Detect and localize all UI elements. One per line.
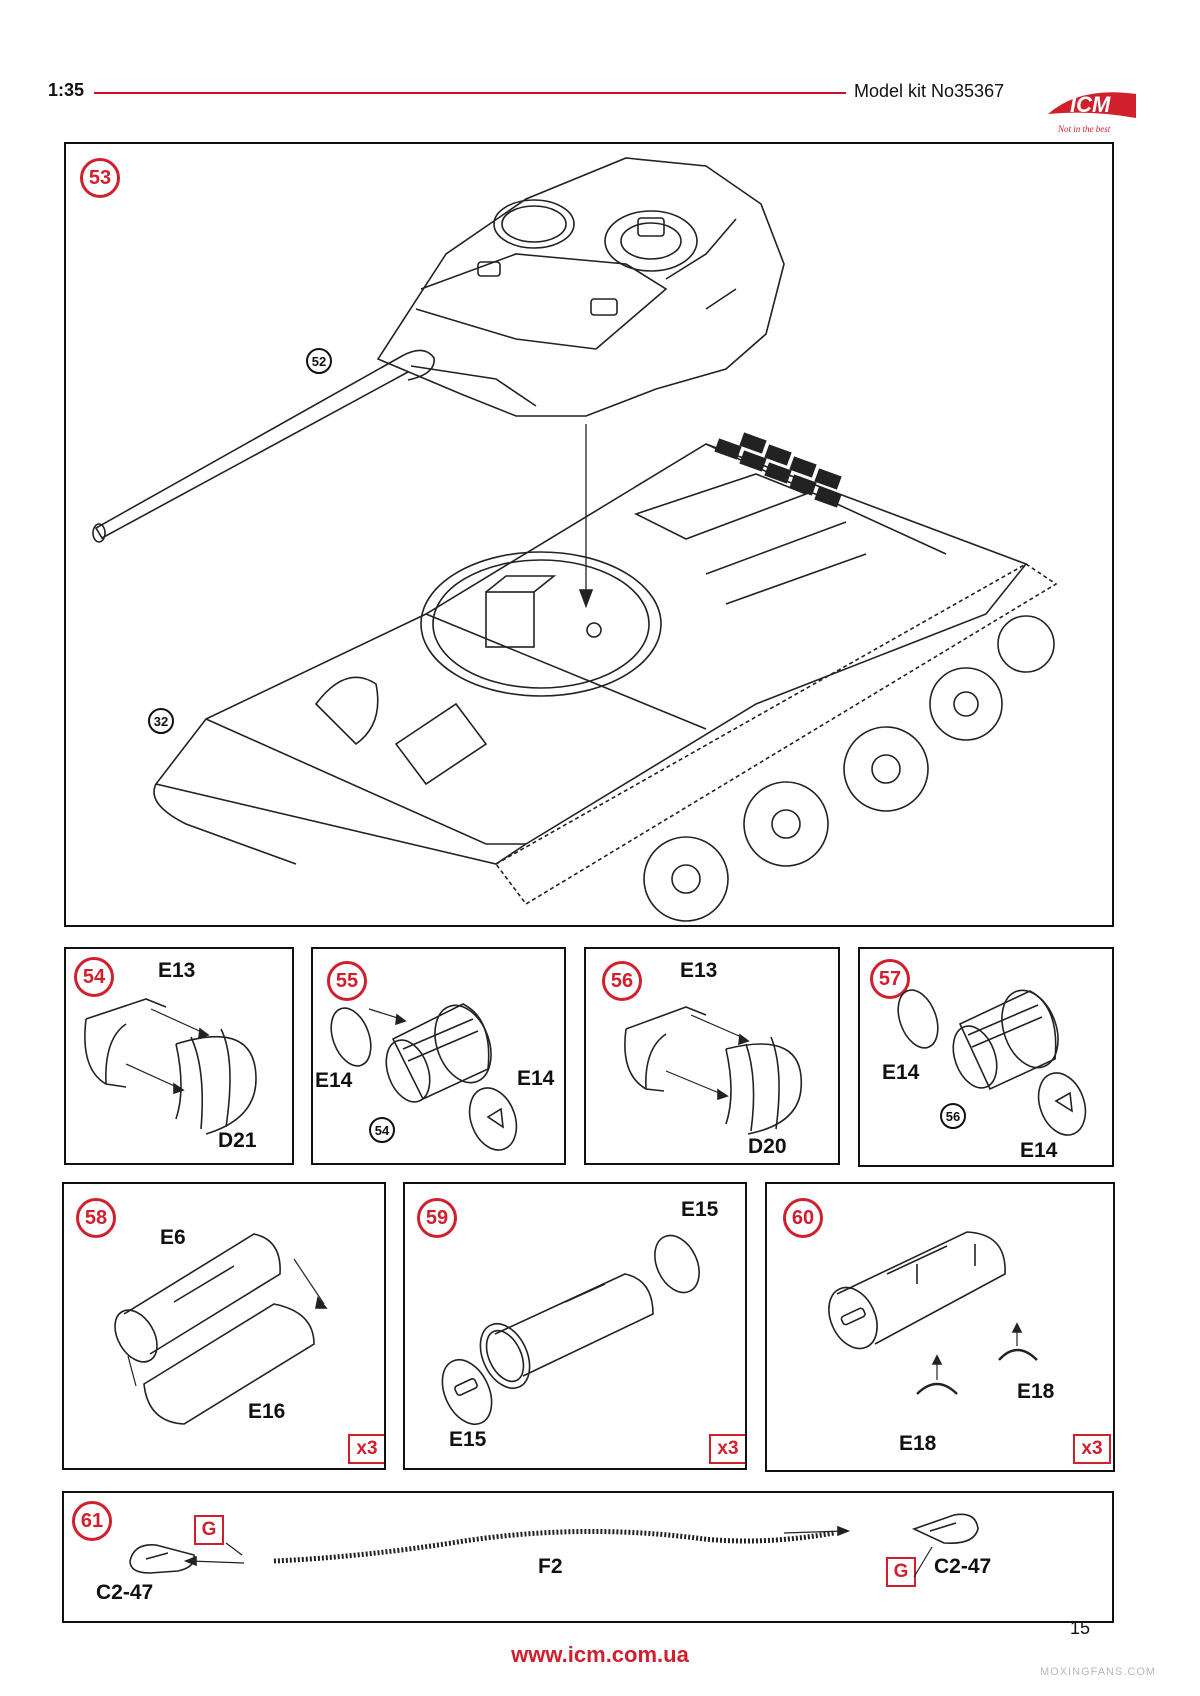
ref-52: 52 <box>306 348 332 374</box>
part-label-c2-47-left: C2-47 <box>96 1581 154 1604</box>
step-60-panel: 60 E18 E18 x3 <box>765 1182 1115 1472</box>
step-60-badge: 60 <box>783 1198 823 1238</box>
step-59-panel: 59 E15 E15 x3 <box>403 1182 747 1470</box>
watermark: MOXINGFANS.COM <box>1040 1666 1157 1678</box>
step-61-panel: 61 G G C2-47 F2 C2-47 <box>62 1491 1114 1623</box>
part-label-d21: D21 <box>218 1129 257 1152</box>
part-label-e18-right: E18 <box>1017 1380 1055 1403</box>
step-54-badge: 54 <box>74 957 114 997</box>
part-label-e14-left: E14 <box>315 1069 353 1092</box>
step-61-badge: 61 <box>72 1501 112 1541</box>
part-label-e14-bottom: E14 <box>1020 1139 1058 1162</box>
step-54-panel: 54 E13 D21 <box>64 947 294 1165</box>
step-59-drawing <box>441 1234 700 1425</box>
icm-logo-icon: ICM Not in the best <box>1048 92 1136 134</box>
ref-56: 56 <box>940 1103 966 1129</box>
part-label-d20: D20 <box>748 1135 787 1158</box>
multiplier-badge: x3 <box>348 1434 384 1464</box>
step-55-panel: 55 E14 E14 54 <box>311 947 566 1165</box>
svg-text:ICM: ICM <box>1070 92 1111 117</box>
step-60-drawing <box>828 1231 1038 1395</box>
sprue-tag-g-left: G <box>194 1515 224 1545</box>
step-57-panel: 57 E14 E14 56 <box>858 947 1114 1167</box>
step-55-badge: 55 <box>327 961 367 1001</box>
ref-32: 32 <box>148 708 174 734</box>
step-57-badge: 57 <box>870 959 910 999</box>
step-57-drawing <box>897 989 1087 1136</box>
part-label-e13: E13 <box>680 959 718 982</box>
step-56-badge: 56 <box>602 961 642 1001</box>
part-label-e6: E6 <box>160 1226 186 1249</box>
kit-number: Model kit No35367 <box>854 81 1005 101</box>
tank-drawing <box>92 157 1058 922</box>
multiplier-badge: x3 <box>1073 1434 1111 1464</box>
part-label-e14-left: E14 <box>882 1061 920 1084</box>
step-61-drawing <box>129 1513 979 1578</box>
header-rule <box>94 92 846 94</box>
part-label-e13: E13 <box>158 959 196 982</box>
svg-text:Not in the best: Not in the best <box>1057 124 1111 134</box>
website-link[interactable]: www.icm.com.ua <box>511 1642 689 1667</box>
step-58-drawing <box>114 1233 328 1425</box>
part-label-e14-right: E14 <box>517 1067 555 1090</box>
step-59-badge: 59 <box>417 1198 457 1238</box>
step-58-panel: 58 E6 E16 x3 <box>62 1182 386 1470</box>
part-label-f2: F2 <box>538 1555 563 1578</box>
step-56-panel: 56 E13 D20 <box>584 947 840 1165</box>
part-label-e15-top: E15 <box>681 1198 719 1221</box>
page-number: 15 <box>1070 1618 1091 1638</box>
step-54-drawing <box>84 998 257 1135</box>
sprue-tag-g-right: G <box>886 1557 916 1587</box>
step-53-badge: 53 <box>80 158 120 198</box>
part-label-c2-47-right: C2-47 <box>934 1555 992 1578</box>
step-56-drawing <box>624 1006 803 1135</box>
ref-54: 54 <box>369 1117 395 1143</box>
icm-logo: ICM Not in the best <box>1040 84 1148 140</box>
step-58-badge: 58 <box>76 1198 116 1238</box>
step-53-panel: 53 52 32 <box>64 142 1114 927</box>
step-55-drawing <box>330 1003 518 1151</box>
part-label-e15-bottom: E15 <box>449 1428 487 1451</box>
part-label-e16: E16 <box>248 1400 286 1423</box>
scale-label: 1:35 <box>48 80 85 100</box>
multiplier-badge: x3 <box>709 1434 745 1464</box>
part-label-e18-bottom: E18 <box>899 1432 937 1455</box>
